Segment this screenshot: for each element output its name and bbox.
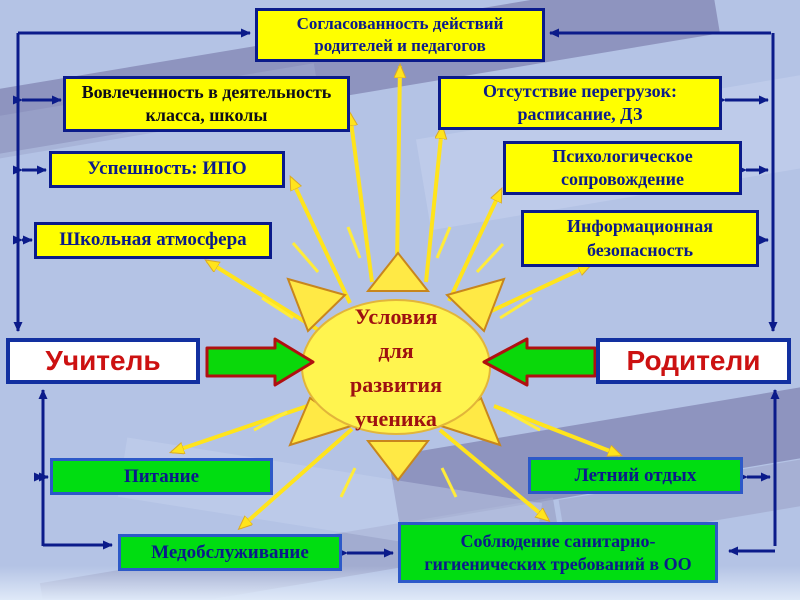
box-summer-rest-label: Летний отдых	[574, 464, 697, 486]
box-no-overload-label: Отсутствие перегрузок: расписание, ДЗ	[482, 80, 678, 124]
teacher-text: Учитель	[45, 345, 161, 376]
box-success: Успешность: ИПО	[49, 151, 285, 188]
sun-thin-rays	[253, 226, 541, 498]
green-arrow-right	[482, 337, 597, 387]
box-nutrition: Питание	[50, 458, 273, 495]
box-nutrition-label: Питание	[123, 465, 200, 487]
box-involvement: Вовлеченность в деятельность класса, шко…	[63, 76, 350, 132]
box-medical-service: Медобслуживание	[118, 534, 342, 571]
box-coordination-label: Согласованность действий родителей и пед…	[296, 13, 504, 55]
box-info-security: Информационная безопасность	[521, 210, 759, 267]
box-involvement-label: Вовлеченность в деятельность класса, шко…	[81, 81, 332, 125]
box-success-label: Успешность: ИПО	[87, 158, 247, 180]
box-medical-service-label: Медобслуживание	[151, 541, 309, 563]
sun-label: Условия для развития ученика	[349, 304, 443, 431]
label-parents: Родители	[596, 338, 791, 384]
box-sanitary-requirements: Соблюдение санитарно-гигиенических требо…	[398, 522, 718, 583]
box-school-atmosphere-label: Школьная атмосфера	[59, 229, 247, 251]
box-psych-support-label: Психологическое сопровождение	[552, 145, 693, 189]
box-sanitary-requirements-label: Соблюдение санитарно-гигиенических требо…	[424, 531, 692, 574]
parents-text: Родители	[626, 345, 761, 376]
label-teacher: Учитель	[6, 338, 200, 384]
box-coordination: Согласованность действий родителей и пед…	[255, 8, 545, 62]
box-no-overload: Отсутствие перегрузок: расписание, ДЗ	[438, 76, 722, 130]
box-school-atmosphere: Школьная атмосфера	[34, 222, 272, 259]
sun-triangle-rays	[286, 251, 506, 482]
box-summer-rest: Летний отдых	[528, 457, 743, 494]
navy-connectors	[13, 28, 780, 558]
green-arrow-left	[205, 337, 315, 387]
box-info-security-label: Информационная безопасность	[567, 216, 713, 260]
box-psych-support: Психологическое сопровождение	[503, 141, 742, 195]
